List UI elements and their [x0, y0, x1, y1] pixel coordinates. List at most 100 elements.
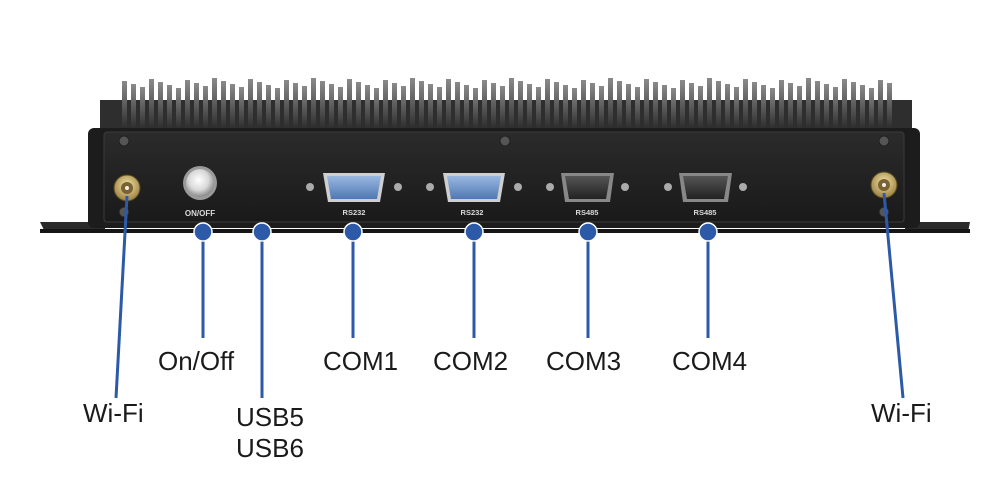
heatsink-fin: [545, 79, 550, 130]
heatsink-fin: [608, 78, 613, 130]
heatsink-fin: [680, 80, 685, 130]
heatsink-fin: [635, 87, 640, 130]
com4-panel-label: RS485: [694, 208, 717, 217]
heatsink-fin: [554, 82, 559, 130]
callout-dot-com4: [698, 222, 718, 242]
callout-label-com3: COM3: [546, 346, 622, 376]
heatsink-fin: [878, 80, 883, 130]
heatsink-fin: [383, 80, 388, 130]
heatsink-fin: [797, 86, 802, 130]
heatsink-fin: [581, 80, 586, 130]
heatsink-fin: [671, 88, 676, 130]
heatsink-fin: [698, 86, 703, 130]
heatsink-fin: [203, 86, 208, 130]
callout-dot-com3: [578, 222, 598, 242]
antenna-connector-icon: [870, 171, 898, 199]
screw-icon: [118, 135, 890, 218]
heatsink-fin: [311, 78, 316, 130]
heatsink-fin: [887, 83, 892, 130]
heatsink-fin: [707, 78, 712, 130]
heatsink-fin: [266, 85, 271, 130]
heatsink-fin: [131, 84, 136, 130]
heatsink-fin: [500, 86, 505, 130]
callout-dot-com1: [343, 222, 363, 242]
callout-dot-usb: [252, 222, 272, 242]
heatsink-fin: [716, 81, 721, 130]
heatsink-fin: [257, 82, 262, 130]
heatsink-fin: [734, 87, 739, 130]
heatsink-fin: [806, 78, 811, 130]
heatsink-fin: [176, 88, 181, 130]
callout-label-com4: COM4: [672, 346, 748, 376]
heatsink-fin: [869, 88, 874, 130]
com1-panel-label: RS232: [343, 208, 366, 217]
heatsink-fin: [185, 80, 190, 130]
callout-label-on-off: On/Off: [158, 346, 235, 376]
heatsink-fin: [527, 84, 532, 130]
antenna-connector-icon: [113, 174, 141, 202]
heatsink-fin: [464, 85, 469, 130]
heatsink-fin: [167, 85, 172, 130]
heatsink-fin: [239, 87, 244, 130]
heatsink-fin: [572, 88, 577, 130]
callout-label-com1: COM1: [323, 346, 399, 376]
heatsink-fin: [194, 83, 199, 130]
heatsink-fin: [725, 84, 730, 130]
com2-panel-label: RS232: [461, 208, 484, 217]
heatsink-fin: [833, 87, 838, 130]
power-button-icon: [183, 166, 217, 200]
heatsink-fin: [617, 81, 622, 130]
heatsink-fin: [743, 79, 748, 130]
heatsink-fin: [140, 87, 145, 130]
heatsink-fin: [410, 78, 415, 130]
heatsink-fin: [374, 88, 379, 130]
heatsink-fin: [419, 81, 424, 130]
heatsink-fin: [446, 79, 451, 130]
heatsink-fin: [347, 79, 352, 130]
heatsink-fin: [392, 83, 397, 130]
heatsink-fin: [536, 87, 541, 130]
heatsink-fin: [752, 82, 757, 130]
heatsink-fin: [509, 78, 514, 130]
heatsink-fin: [599, 86, 604, 130]
heatsink-fin: [788, 83, 793, 130]
heatsink-fin: [401, 86, 406, 130]
heatsink-fin: [455, 82, 460, 130]
db9-serial-port-icon: [306, 173, 402, 202]
callout-label-wifi-right: Wi-Fi: [871, 398, 932, 428]
heatsink-fin: [482, 80, 487, 130]
heatsink-fin: [284, 80, 289, 130]
heatsink-fin: [158, 82, 163, 130]
heatsink-fin: [644, 79, 649, 130]
heatsink-fin: [212, 78, 217, 130]
callout-line-wifi-right: [882, 192, 905, 399]
heatsink-fin: [275, 88, 280, 130]
heatsink-fin: [761, 85, 766, 130]
heatsink-fin: [563, 85, 568, 130]
callout-dot-com2: [464, 222, 484, 242]
heatsink-fin: [518, 81, 523, 130]
heatsink-fin: [149, 79, 154, 130]
callout-label-usb5: USB5: [236, 402, 304, 432]
com3-panel-label: RS485: [576, 208, 599, 217]
heatsink-fin: [356, 82, 361, 130]
heatsink-fin: [473, 88, 478, 130]
heatsink-fin: [329, 84, 334, 130]
heatsink-fin: [491, 83, 496, 130]
callout-dots: [193, 222, 718, 242]
heatsink-fin: [437, 87, 442, 130]
db9-serial-port-icon: [546, 173, 629, 202]
callout-label-wifi-left: Wi-Fi: [83, 398, 144, 428]
heatsink-fin: [428, 84, 433, 130]
heatsink-fin: [815, 81, 820, 130]
heatsink-fin: [230, 84, 235, 130]
callout-line-wifi-left: [114, 195, 129, 399]
callout-label-com2: COM2: [433, 346, 509, 376]
heatsink-fin: [653, 82, 658, 130]
heatsink-fin: [338, 87, 343, 130]
heatsink-fin: [365, 85, 370, 130]
power-panel-label: ON/OFF: [185, 209, 215, 218]
heatsink-fin: [662, 85, 667, 130]
heatsink-fin: [860, 85, 865, 130]
